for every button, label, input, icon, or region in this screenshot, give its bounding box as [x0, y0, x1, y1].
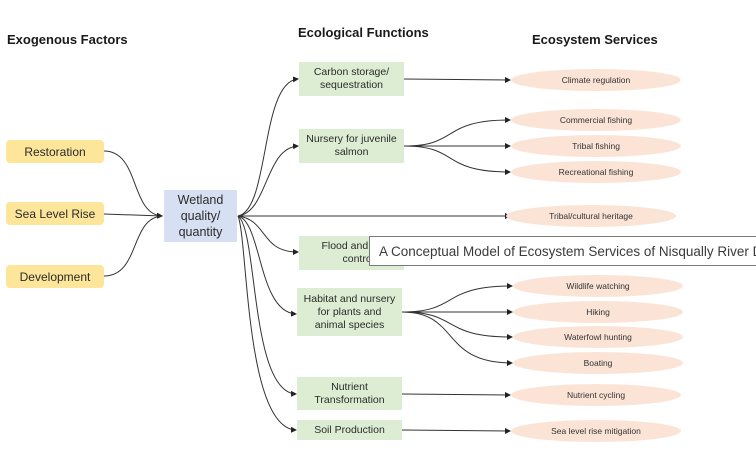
- link-wetland-carbon: [237, 76, 299, 217]
- link-development-wetland: [103, 215, 163, 277]
- header-ecosystem-services: Ecosystem Services: [532, 32, 658, 47]
- header-ecological-functions: Ecological Functions: [298, 25, 429, 40]
- service-recreational-fishing: Recreational fishing: [511, 161, 681, 183]
- link-restoration-wetland: [103, 150, 163, 219]
- link-carbon-climate: [403, 76, 511, 83]
- service-waterfowl-hunting: Waterfowl hunting: [513, 326, 683, 348]
- nutrient-line-2: Transformation: [314, 393, 385, 406]
- link-wetland-flood: [237, 215, 299, 255]
- habitat-line-3: animal species: [314, 318, 385, 331]
- node-restoration: Restoration: [6, 140, 104, 163]
- link-soil-sealevel: [401, 427, 511, 434]
- wetland-line-3: quantity: [178, 225, 223, 239]
- carbon-line-1: Carbon storage/: [313, 66, 390, 78]
- wetland-line-1: Wetland: [177, 193, 224, 207]
- node-sea-level-rise: Sea Level Rise: [6, 202, 104, 225]
- node-carbon-storage: Carbon storage/ sequestration: [299, 62, 404, 96]
- node-nutrient-transformation: Nutrient Transformation: [297, 377, 402, 410]
- node-wetland-quality-quantity: Wetland quality/ quantity: [164, 190, 237, 242]
- node-development: Development: [6, 265, 104, 288]
- service-wildlife-watching: Wildlife watching: [513, 275, 683, 297]
- service-nutrient-cycling: Nutrient cycling: [511, 384, 681, 406]
- link-wetland-nursery: [237, 143, 299, 217]
- service-boating: Boating: [513, 352, 683, 374]
- habitat-line-1: Habitat and nursery: [303, 292, 396, 305]
- link-nutrient-cycling: [401, 391, 511, 398]
- link-nursery-recreational: [403, 145, 511, 175]
- link-habitat-wildlife: [401, 283, 513, 313]
- link-wetland-nutrient: [237, 215, 297, 397]
- link-wetland-habitat: [237, 215, 297, 317]
- service-hiking: Hiking: [513, 301, 683, 323]
- habitat-line-2: for plants and: [317, 305, 382, 318]
- carbon-line-2: sequestration: [319, 79, 384, 91]
- nursery-line-2: salmon: [334, 146, 369, 158]
- link-nursery-commercial: [403, 117, 511, 147]
- wetland-line-2: quality/: [180, 209, 221, 223]
- service-sea-level-rise-mitigation: Sea level rise mitigation: [511, 420, 681, 442]
- node-habitat-nursery: Habitat and nursery for plants and anima…: [297, 288, 402, 336]
- node-nursery-juvenile-salmon: Nursery for juvenile salmon: [299, 129, 404, 163]
- service-tribal-fishing: Tribal fishing: [511, 135, 681, 157]
- nutrient-line-1: Nutrient: [331, 380, 368, 393]
- flood-line-1: Flood and f: [321, 240, 374, 252]
- link-sealevel-wetland: [103, 212, 163, 219]
- nursery-line-1: Nursery for juvenile: [306, 133, 397, 145]
- header-exogenous-factors: Exogenous Factors: [7, 32, 128, 47]
- flood-line-2: control: [342, 253, 374, 265]
- tooltip-caption: A Conceptual Model of Ecosystem Services…: [369, 236, 756, 266]
- service-climate-regulation: Climate regulation: [511, 69, 681, 91]
- link-wetland-soil: [237, 215, 297, 433]
- node-soil-production: Soil Production: [297, 420, 402, 440]
- service-commercial-fishing: Commercial fishing: [511, 109, 681, 131]
- link-habitat-boating: [401, 311, 513, 366]
- link-habitat-waterfowl: [401, 311, 513, 340]
- service-tribal-cultural-heritage: Tribal/cultural heritage: [506, 205, 676, 227]
